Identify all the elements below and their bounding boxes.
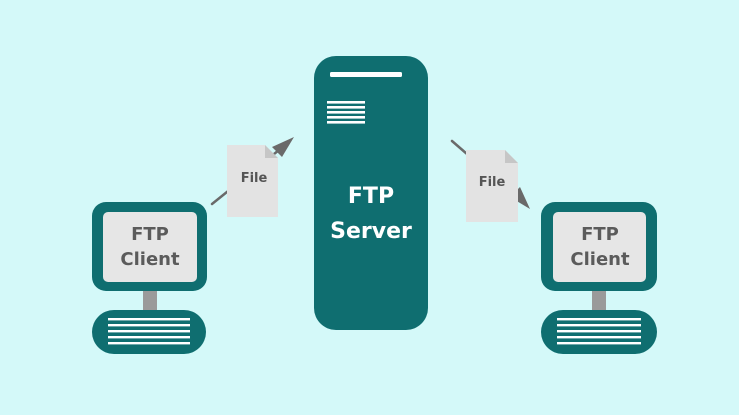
left-keyboard-keys <box>108 318 190 345</box>
right-keyboard-keys <box>557 318 641 345</box>
right-file-document: File <box>466 150 518 222</box>
left-monitor-screen <box>103 212 197 282</box>
left-arrow-head-icon <box>272 137 294 157</box>
server-label-line1: FTP <box>348 184 394 209</box>
left-file-corner <box>265 145 278 158</box>
right-file-icon <box>466 150 518 222</box>
left-file-icon <box>227 145 278 217</box>
right-monitor-screen <box>553 212 646 282</box>
left-ftp-client: FTP Client <box>92 202 207 354</box>
left-file-label: File <box>241 171 268 186</box>
right-monitor-stand <box>592 291 606 311</box>
left-client-label-line2: Client <box>120 249 180 270</box>
left-monitor-stand <box>143 291 157 311</box>
right-client-label-line2: Client <box>570 249 630 270</box>
server-label-line2: Server <box>330 219 412 244</box>
left-client-label-line1: FTP <box>131 224 169 245</box>
right-client-label-line1: FTP <box>581 224 619 245</box>
left-file-document: File <box>227 145 278 217</box>
ftp-server: FTP Server <box>314 56 428 330</box>
right-file-corner <box>505 150 518 163</box>
server-tower <box>314 56 428 330</box>
right-ftp-client: FTP Client <box>541 202 657 354</box>
server-vent-lines <box>327 101 365 124</box>
right-file-label: File <box>479 175 506 190</box>
server-slot-top <box>330 72 402 77</box>
